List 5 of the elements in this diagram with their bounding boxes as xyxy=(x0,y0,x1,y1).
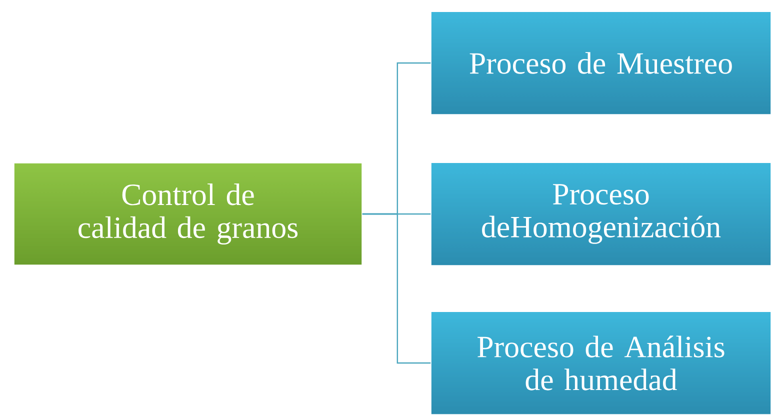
process-box: Proceso de Muestreo xyxy=(430,11,772,115)
process-box: Proceso de Análisis de humedad xyxy=(430,311,772,415)
topic-box: Control de calidad de granos xyxy=(14,162,362,266)
connector xyxy=(362,213,431,364)
process-box: Proceso deHomogenización xyxy=(430,162,772,266)
